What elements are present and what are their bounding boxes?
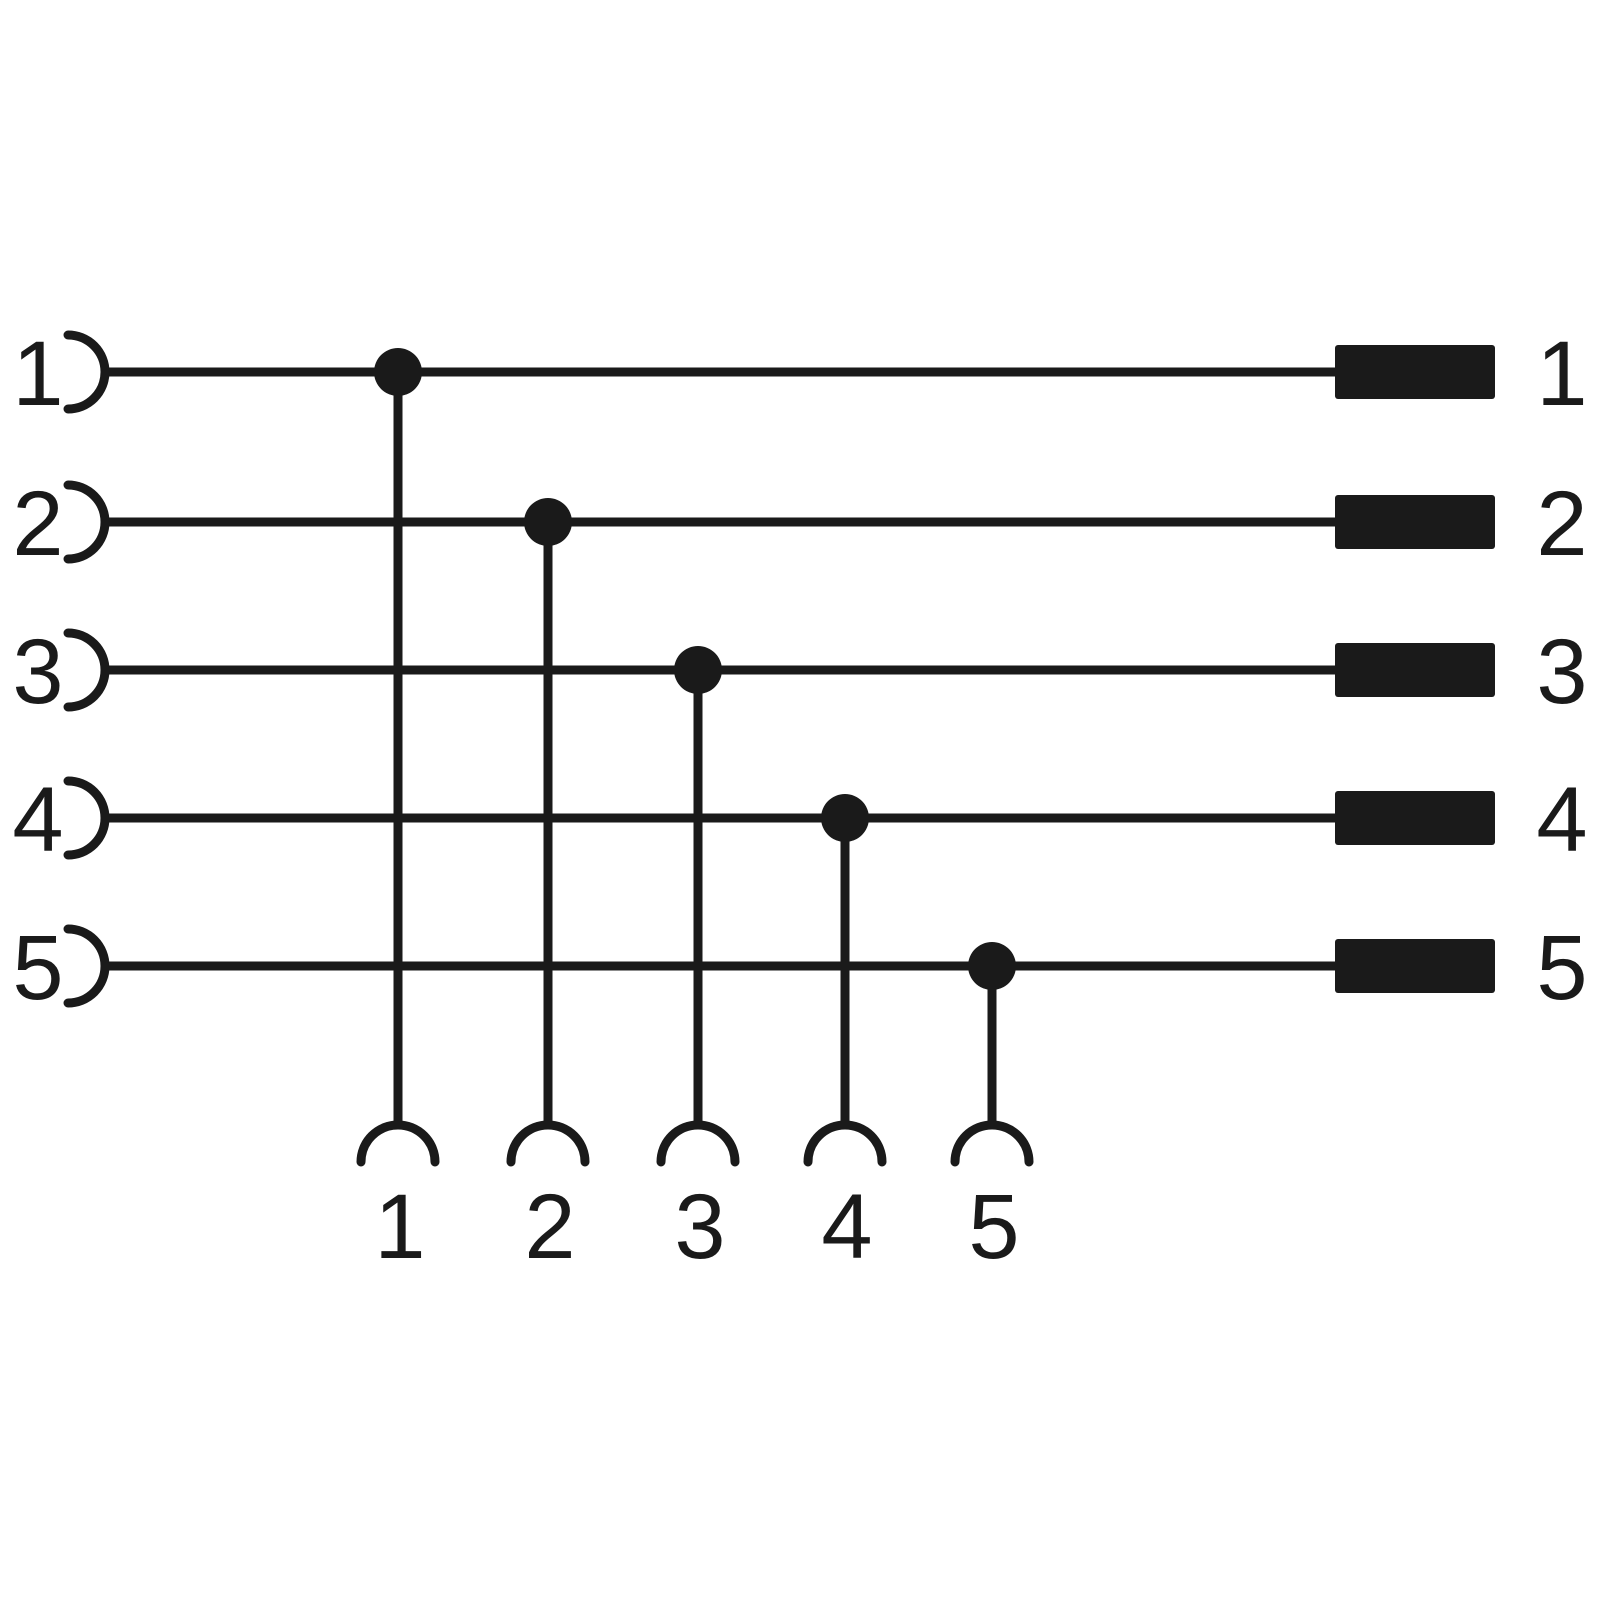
right-plug-3-icon xyxy=(1335,643,1495,697)
bottom-pin-label-2: 2 xyxy=(524,1176,575,1278)
left-socket-5-icon xyxy=(63,924,110,1008)
left-socket-3-icon xyxy=(63,628,110,712)
junction-dot-5 xyxy=(968,942,1016,990)
bottom-socket-5-icon xyxy=(950,1120,1034,1167)
left-pin-label-3: 3 xyxy=(12,621,63,723)
right-pin-label-5: 5 xyxy=(1536,917,1587,1019)
bottom-socket-3-icon xyxy=(656,1120,740,1167)
junction-dot-2 xyxy=(524,498,572,546)
right-plug-2-icon xyxy=(1335,495,1495,549)
right-plug-5-icon xyxy=(1335,939,1495,993)
wires-layer xyxy=(103,367,1344,1127)
bottom-pin-label-5: 5 xyxy=(968,1176,1019,1278)
right-plug-4-icon xyxy=(1335,791,1495,845)
left-socket-2-icon xyxy=(63,480,110,564)
bottom-socket-2-icon xyxy=(506,1120,590,1167)
bottom-pin-label-3: 3 xyxy=(674,1176,725,1278)
right-pin-label-4: 4 xyxy=(1536,769,1587,871)
junction-dot-3 xyxy=(674,646,722,694)
right-pin-label-2: 2 xyxy=(1536,473,1587,575)
bottom-socket-1-icon xyxy=(356,1120,440,1167)
symbols-layer xyxy=(63,330,1495,1167)
right-plug-1-icon xyxy=(1335,345,1495,399)
junction-dot-4 xyxy=(821,794,869,842)
right-pin-label-3: 3 xyxy=(1536,621,1587,723)
left-socket-1-icon xyxy=(63,330,110,414)
bottom-pin-label-1: 1 xyxy=(374,1176,425,1278)
bottom-socket-4-icon xyxy=(803,1120,887,1167)
left-socket-4-icon xyxy=(63,776,110,860)
right-pin-label-1: 1 xyxy=(1536,323,1587,425)
left-pin-label-4: 4 xyxy=(12,769,63,871)
left-pin-label-1: 1 xyxy=(12,323,63,425)
left-pin-label-5: 5 xyxy=(12,917,63,1019)
left-pin-label-2: 2 xyxy=(12,473,63,575)
bottom-pin-label-4: 4 xyxy=(821,1176,872,1278)
junction-dot-1 xyxy=(374,348,422,396)
